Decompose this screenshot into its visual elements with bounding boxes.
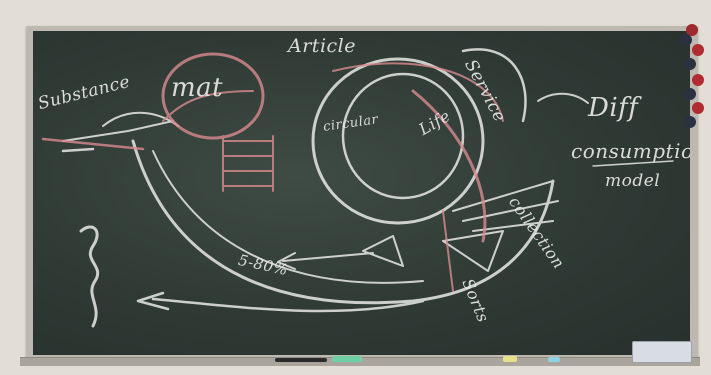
chalkboard: Substance mat Article circular Service L…: [33, 31, 690, 355]
label-mat: mat: [171, 73, 223, 103]
eraser-green[interactable]: [332, 356, 362, 362]
label-model: model: [605, 171, 660, 191]
magnet[interactable]: [692, 74, 704, 86]
eraser-box[interactable]: [632, 341, 692, 363]
sweep-arc: [133, 141, 553, 303]
chalk-blue[interactable]: [548, 357, 560, 362]
circular-loop-inner: [343, 74, 463, 198]
magnet[interactable]: [684, 116, 696, 128]
magnet[interactable]: [692, 102, 704, 114]
chalk-drawings: [33, 31, 690, 355]
pink-ladder: [223, 141, 273, 186]
magnet[interactable]: [684, 58, 696, 70]
magnet[interactable]: [680, 34, 692, 46]
squiggle: [81, 227, 98, 326]
label-article: Article: [288, 35, 356, 57]
label-consumption: consumptio: [571, 139, 690, 163]
chalk-yellow[interactable]: [503, 356, 517, 362]
bottom-arrow-line: [153, 299, 423, 311]
magnet[interactable]: [692, 44, 704, 56]
chalk-stick[interactable]: [275, 358, 327, 362]
label-diff: Diff: [588, 93, 638, 123]
magnet-stack: [678, 22, 708, 132]
magnet[interactable]: [684, 88, 696, 100]
